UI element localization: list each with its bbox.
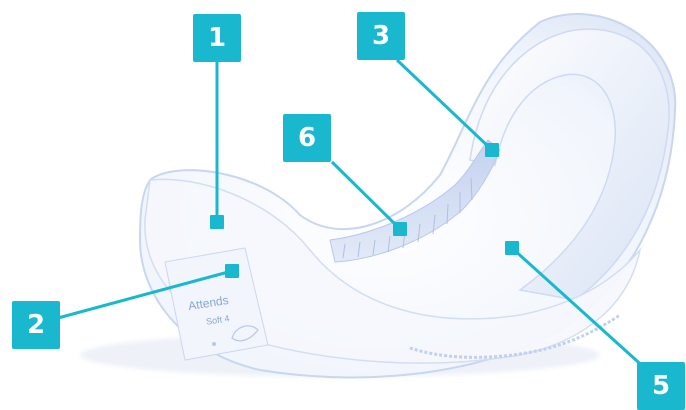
anchor-marker-1	[210, 215, 224, 229]
anchor-marker-6	[393, 222, 407, 236]
callout-2: 2	[12, 301, 60, 349]
callout-3: 3	[357, 12, 405, 60]
anchor-marker-3	[485, 143, 499, 157]
callout-1: 1	[193, 14, 241, 62]
leader-line-6	[332, 162, 400, 229]
anchor-marker-2	[225, 264, 239, 278]
callout-5: 5	[637, 362, 685, 410]
callout-6: 6	[283, 114, 331, 162]
label-dot	[212, 342, 216, 346]
anchor-marker-5	[505, 241, 519, 255]
